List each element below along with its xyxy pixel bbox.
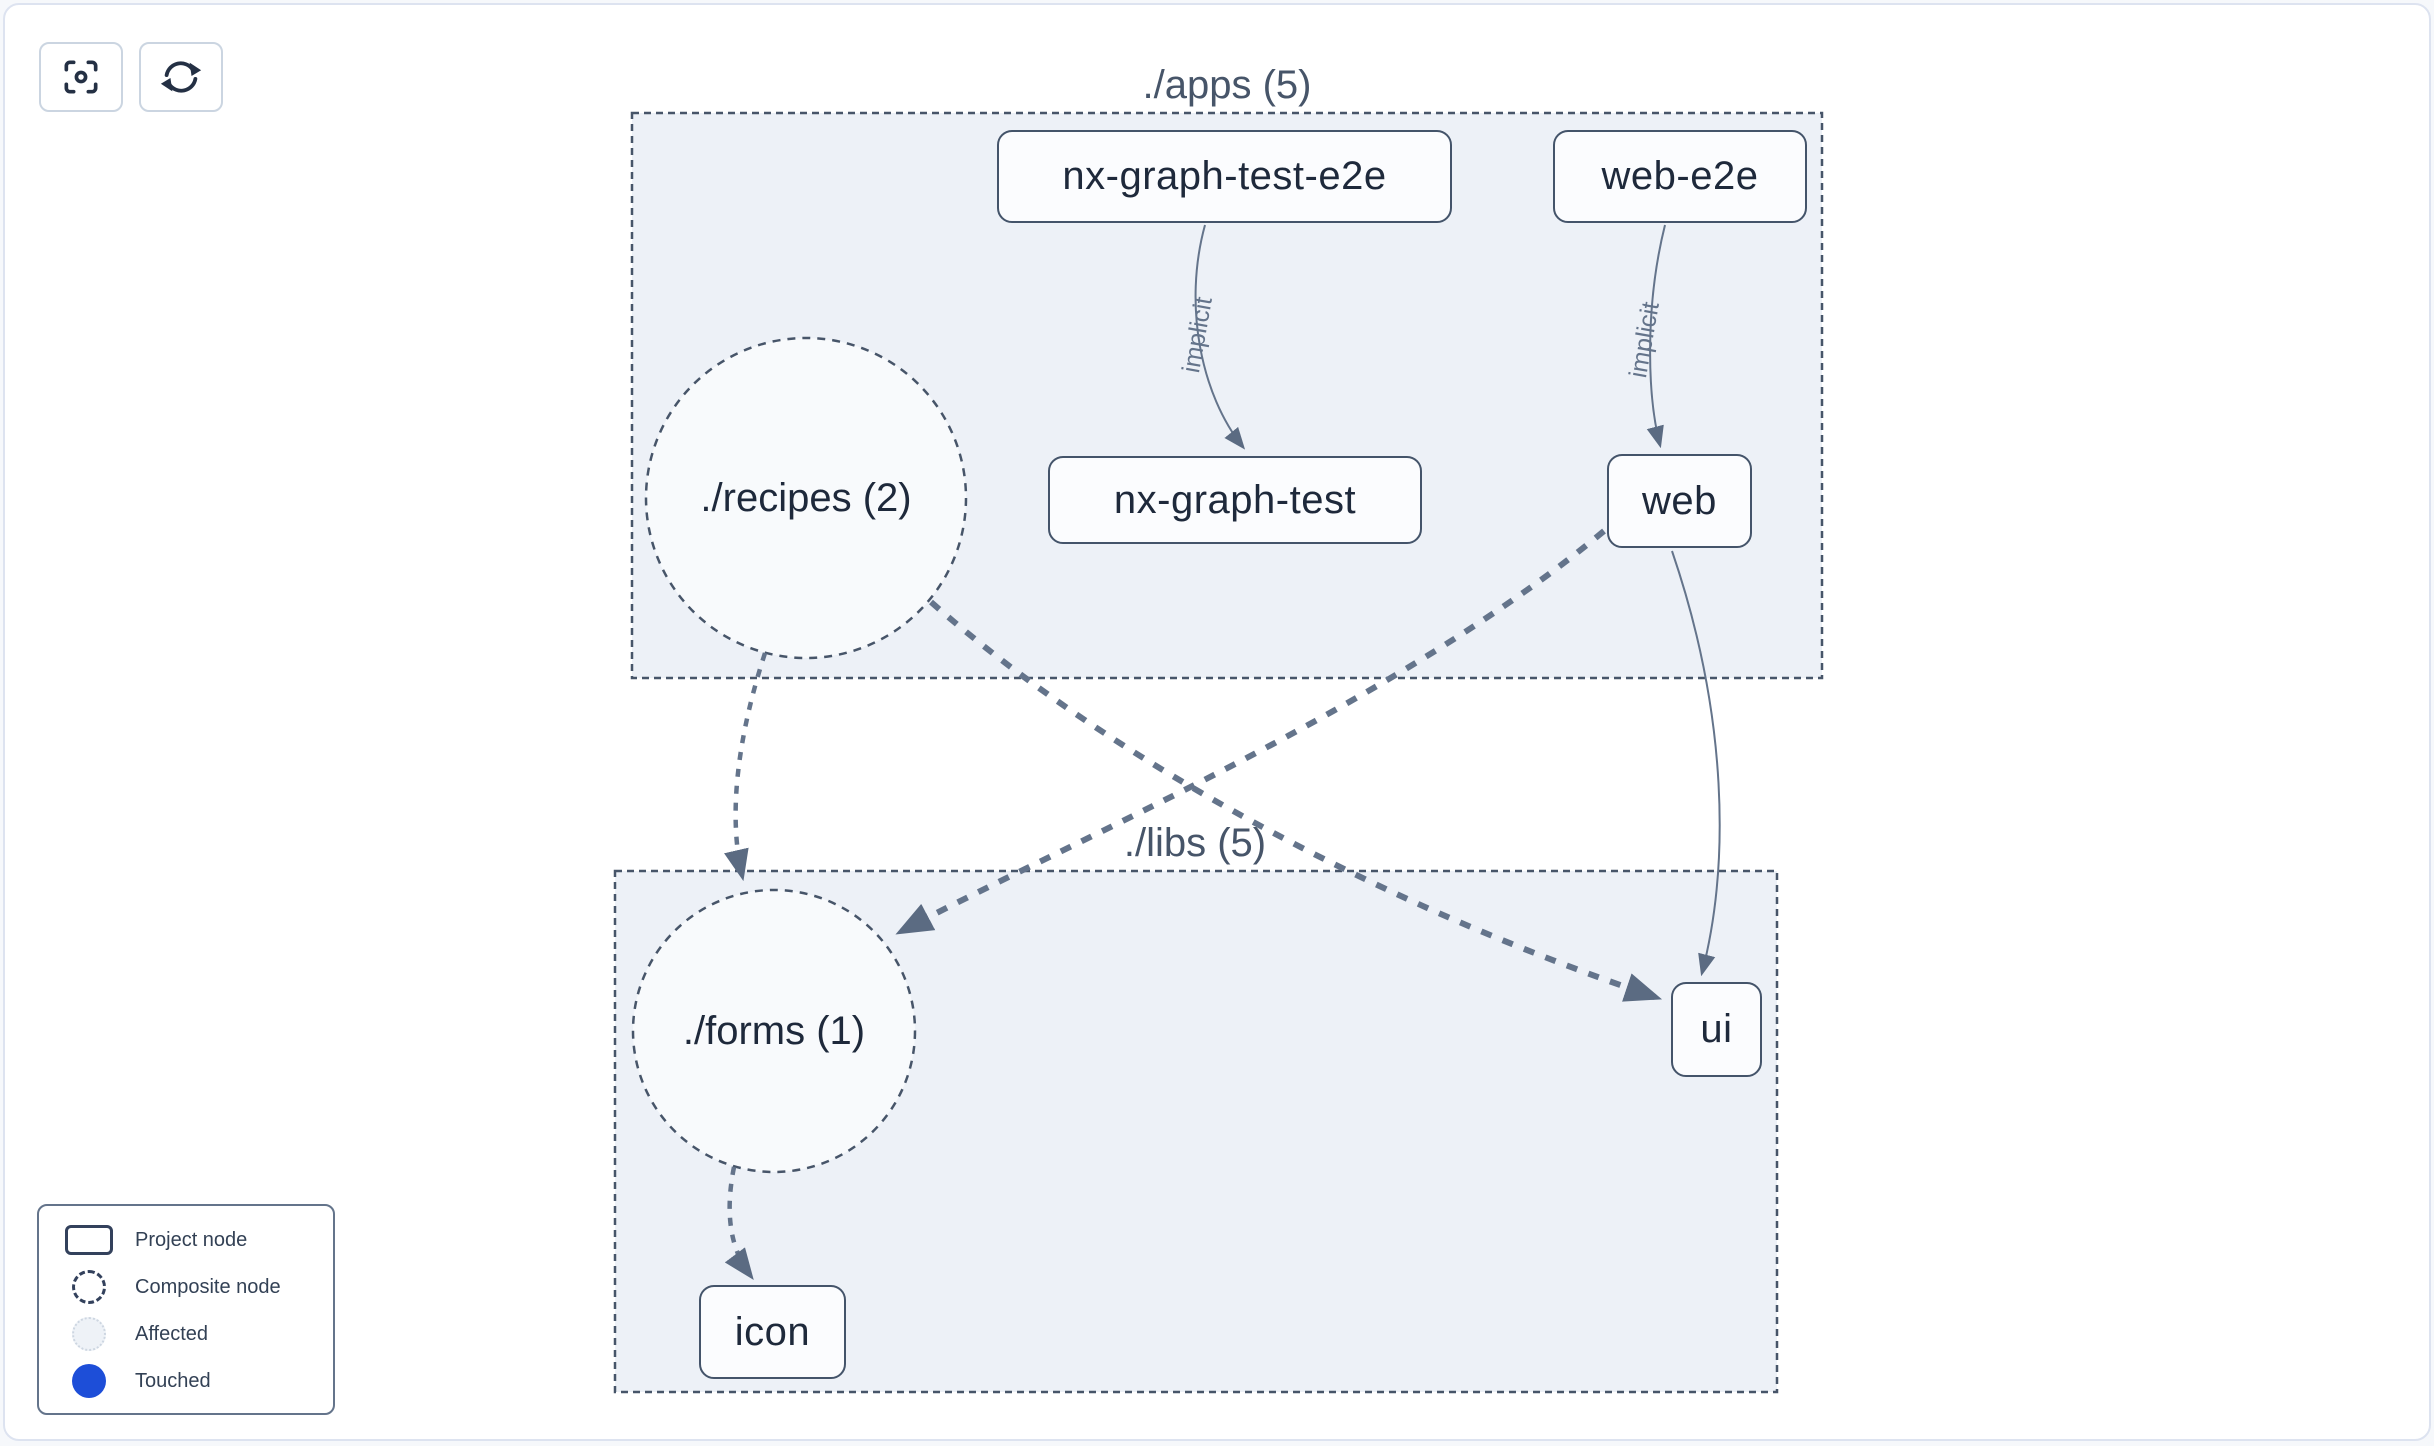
legend-row-project: Project node (57, 1218, 333, 1262)
project-node-nx-graph-test-e2e[interactable]: nx-graph-test-e2e (997, 130, 1452, 223)
project-node-ui[interactable]: ui (1671, 982, 1762, 1077)
edge-forms-to-icon (724, 1166, 754, 1281)
project-node-swatch (65, 1225, 113, 1255)
edge-web-to-ui (1671, 550, 1721, 977)
touched-swatch (72, 1364, 106, 1398)
legend-label-touched: Touched (135, 1369, 211, 1392)
crosshair-focus-icon (59, 55, 103, 99)
affected-swatch (72, 1317, 106, 1351)
legend-row-affected: Affected (57, 1312, 333, 1356)
composite-label-recipes: ./recipes (2) (700, 475, 912, 520)
focus-button[interactable] (39, 42, 123, 112)
edge-recipes-to-forms (724, 652, 768, 882)
legend-label-composite: Composite node (135, 1275, 281, 1298)
project-node-nx-graph-test[interactable]: nx-graph-test (1048, 456, 1422, 544)
project-node-icon[interactable]: icon (699, 1285, 846, 1379)
refresh-icon (158, 54, 204, 100)
composite-node-swatch (72, 1270, 106, 1304)
composite-node-recipes[interactable] (644, 336, 968, 660)
cluster-apps-title: ./apps (5) (1142, 63, 1312, 107)
legend-label-affected: Affected (135, 1322, 209, 1345)
refresh-button[interactable] (139, 42, 223, 112)
composite-label-forms: ./forms (1) (682, 1008, 866, 1053)
project-node-web-e2e[interactable]: web-e2e (1553, 130, 1807, 223)
legend-label-project: Project node (135, 1228, 248, 1251)
legend: Project node Composite node Affected Tou… (37, 1204, 335, 1415)
edge-recipes-to-ui (929, 599, 1663, 1002)
project-node-web[interactable]: web (1607, 454, 1752, 548)
legend-row-touched: Touched (57, 1359, 333, 1403)
cluster-libs-title: ./libs (5) (1123, 821, 1267, 865)
edge-web-e2e-to-web (1646, 224, 1666, 449)
legend-row-composite: Composite node (57, 1265, 333, 1309)
edge-nx-graph-test-e2e-to-nx-graph-test (1194, 224, 1246, 450)
edge-web-to-forms (895, 528, 1606, 935)
graph-canvas[interactable]: ./apps (5) ./libs (5) ./recipes (2) ./fo… (3, 3, 2431, 1441)
composite-node-forms[interactable] (631, 888, 917, 1174)
